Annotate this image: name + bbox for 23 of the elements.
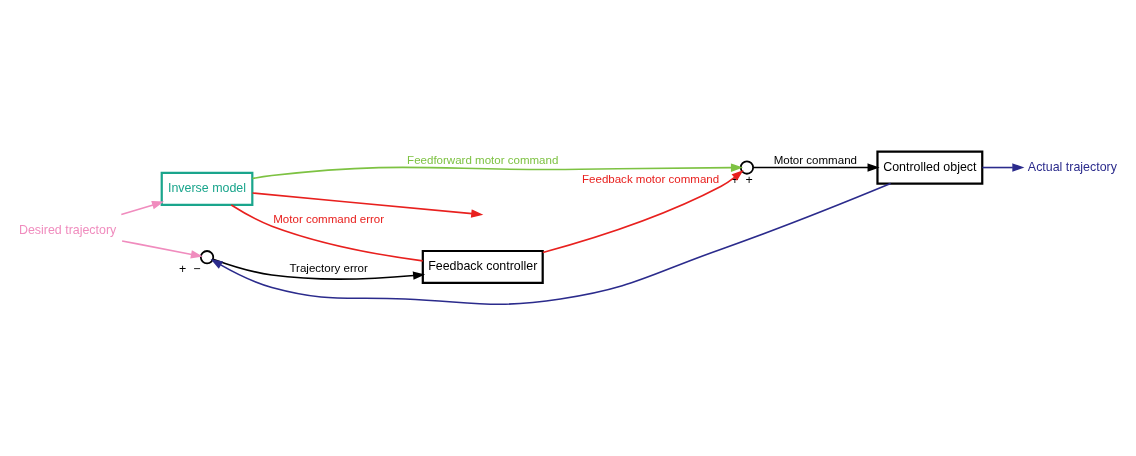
arrow	[251, 163, 744, 180]
edge-label: Motor command error	[273, 212, 385, 225]
node-box: Feedback controller	[421, 249, 544, 285]
arrow	[210, 182, 892, 306]
edge-label: Motor command	[773, 154, 857, 167]
edge-label: Trajectory error	[289, 261, 368, 274]
arrow	[212, 258, 426, 280]
node-circle	[739, 160, 755, 175]
node-circle	[199, 250, 215, 265]
arrow	[981, 163, 1025, 172]
edge-label: Feedforward motor command	[407, 154, 559, 167]
node-text: Desired trajectory	[18, 222, 117, 237]
node-label: + −	[179, 262, 201, 277]
node-box: Inverse model	[160, 171, 254, 206]
arrow	[542, 169, 744, 254]
node-text: Actual trajectory	[1027, 159, 1117, 174]
arrow	[752, 163, 880, 172]
arrow	[121, 240, 203, 259]
arrow	[120, 201, 165, 216]
node-box: Controlled object	[876, 150, 984, 185]
connector	[230, 204, 424, 262]
arrow	[251, 192, 484, 218]
edge-label: Feedback motor command	[582, 172, 720, 185]
